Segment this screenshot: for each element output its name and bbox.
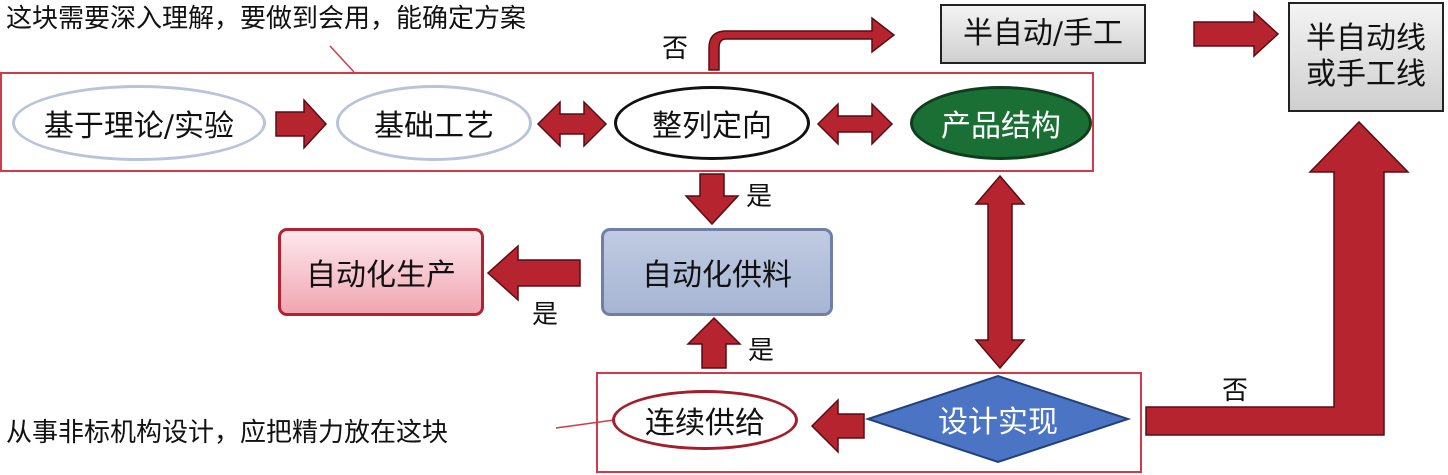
- node-theory: 基于理论/实验: [12, 85, 266, 161]
- label-feed-yes: 是: [532, 300, 559, 330]
- top-note-leader: [329, 45, 355, 73]
- node-orient: 整列定向: [614, 86, 810, 160]
- arrow-design-to-line: [1145, 120, 1410, 436]
- bottom-note: 从事非标机构设计，应把精力放在这块: [6, 418, 449, 448]
- arrow-process-orient: [536, 100, 608, 148]
- node-semi-line: 半自动线 或手工线: [1288, 2, 1444, 112]
- arrow-feed-to-prod: [486, 244, 581, 302]
- arrow-structure-design: [974, 174, 1026, 370]
- node-process: 基础工艺: [336, 85, 532, 161]
- node-structure: 产品结构: [910, 86, 1092, 160]
- node-semi-line-1: 半自动线: [1306, 21, 1426, 56]
- node-continuous: 连续供给: [612, 390, 798, 450]
- arrow-orient-to-feed: [684, 173, 740, 226]
- arrow-orient-structure: [816, 102, 894, 146]
- bottom-note-leader: [555, 419, 615, 429]
- label-orient-yes: 是: [746, 182, 773, 212]
- arrow-semi-to-line: [1193, 10, 1280, 58]
- top-frame: [0, 72, 1094, 172]
- node-auto-feed: 自动化供料: [601, 228, 833, 316]
- node-semi: 半自动/手工: [940, 4, 1146, 64]
- arrow-orient-to-semi: [708, 16, 896, 71]
- bottom-frame: [596, 372, 1142, 473]
- top-note: 这块需要深入理解，要做到会用，能确定方案: [6, 4, 527, 34]
- label-orient-no: 否: [662, 34, 689, 64]
- node-semi-line-2: 或手工线: [1306, 57, 1426, 92]
- label-continuous-yes: 是: [748, 336, 775, 366]
- node-design: 设计实现: [938, 405, 1058, 440]
- design-diamond: [864, 374, 1132, 464]
- label-design-no: 否: [1222, 376, 1249, 406]
- arrow-continuous-to-feed: [686, 316, 742, 369]
- arrow-design-to-continuous: [810, 398, 865, 454]
- node-auto-prod: 自动化生产: [278, 228, 484, 316]
- arrow-theory-to-process: [275, 98, 328, 150]
